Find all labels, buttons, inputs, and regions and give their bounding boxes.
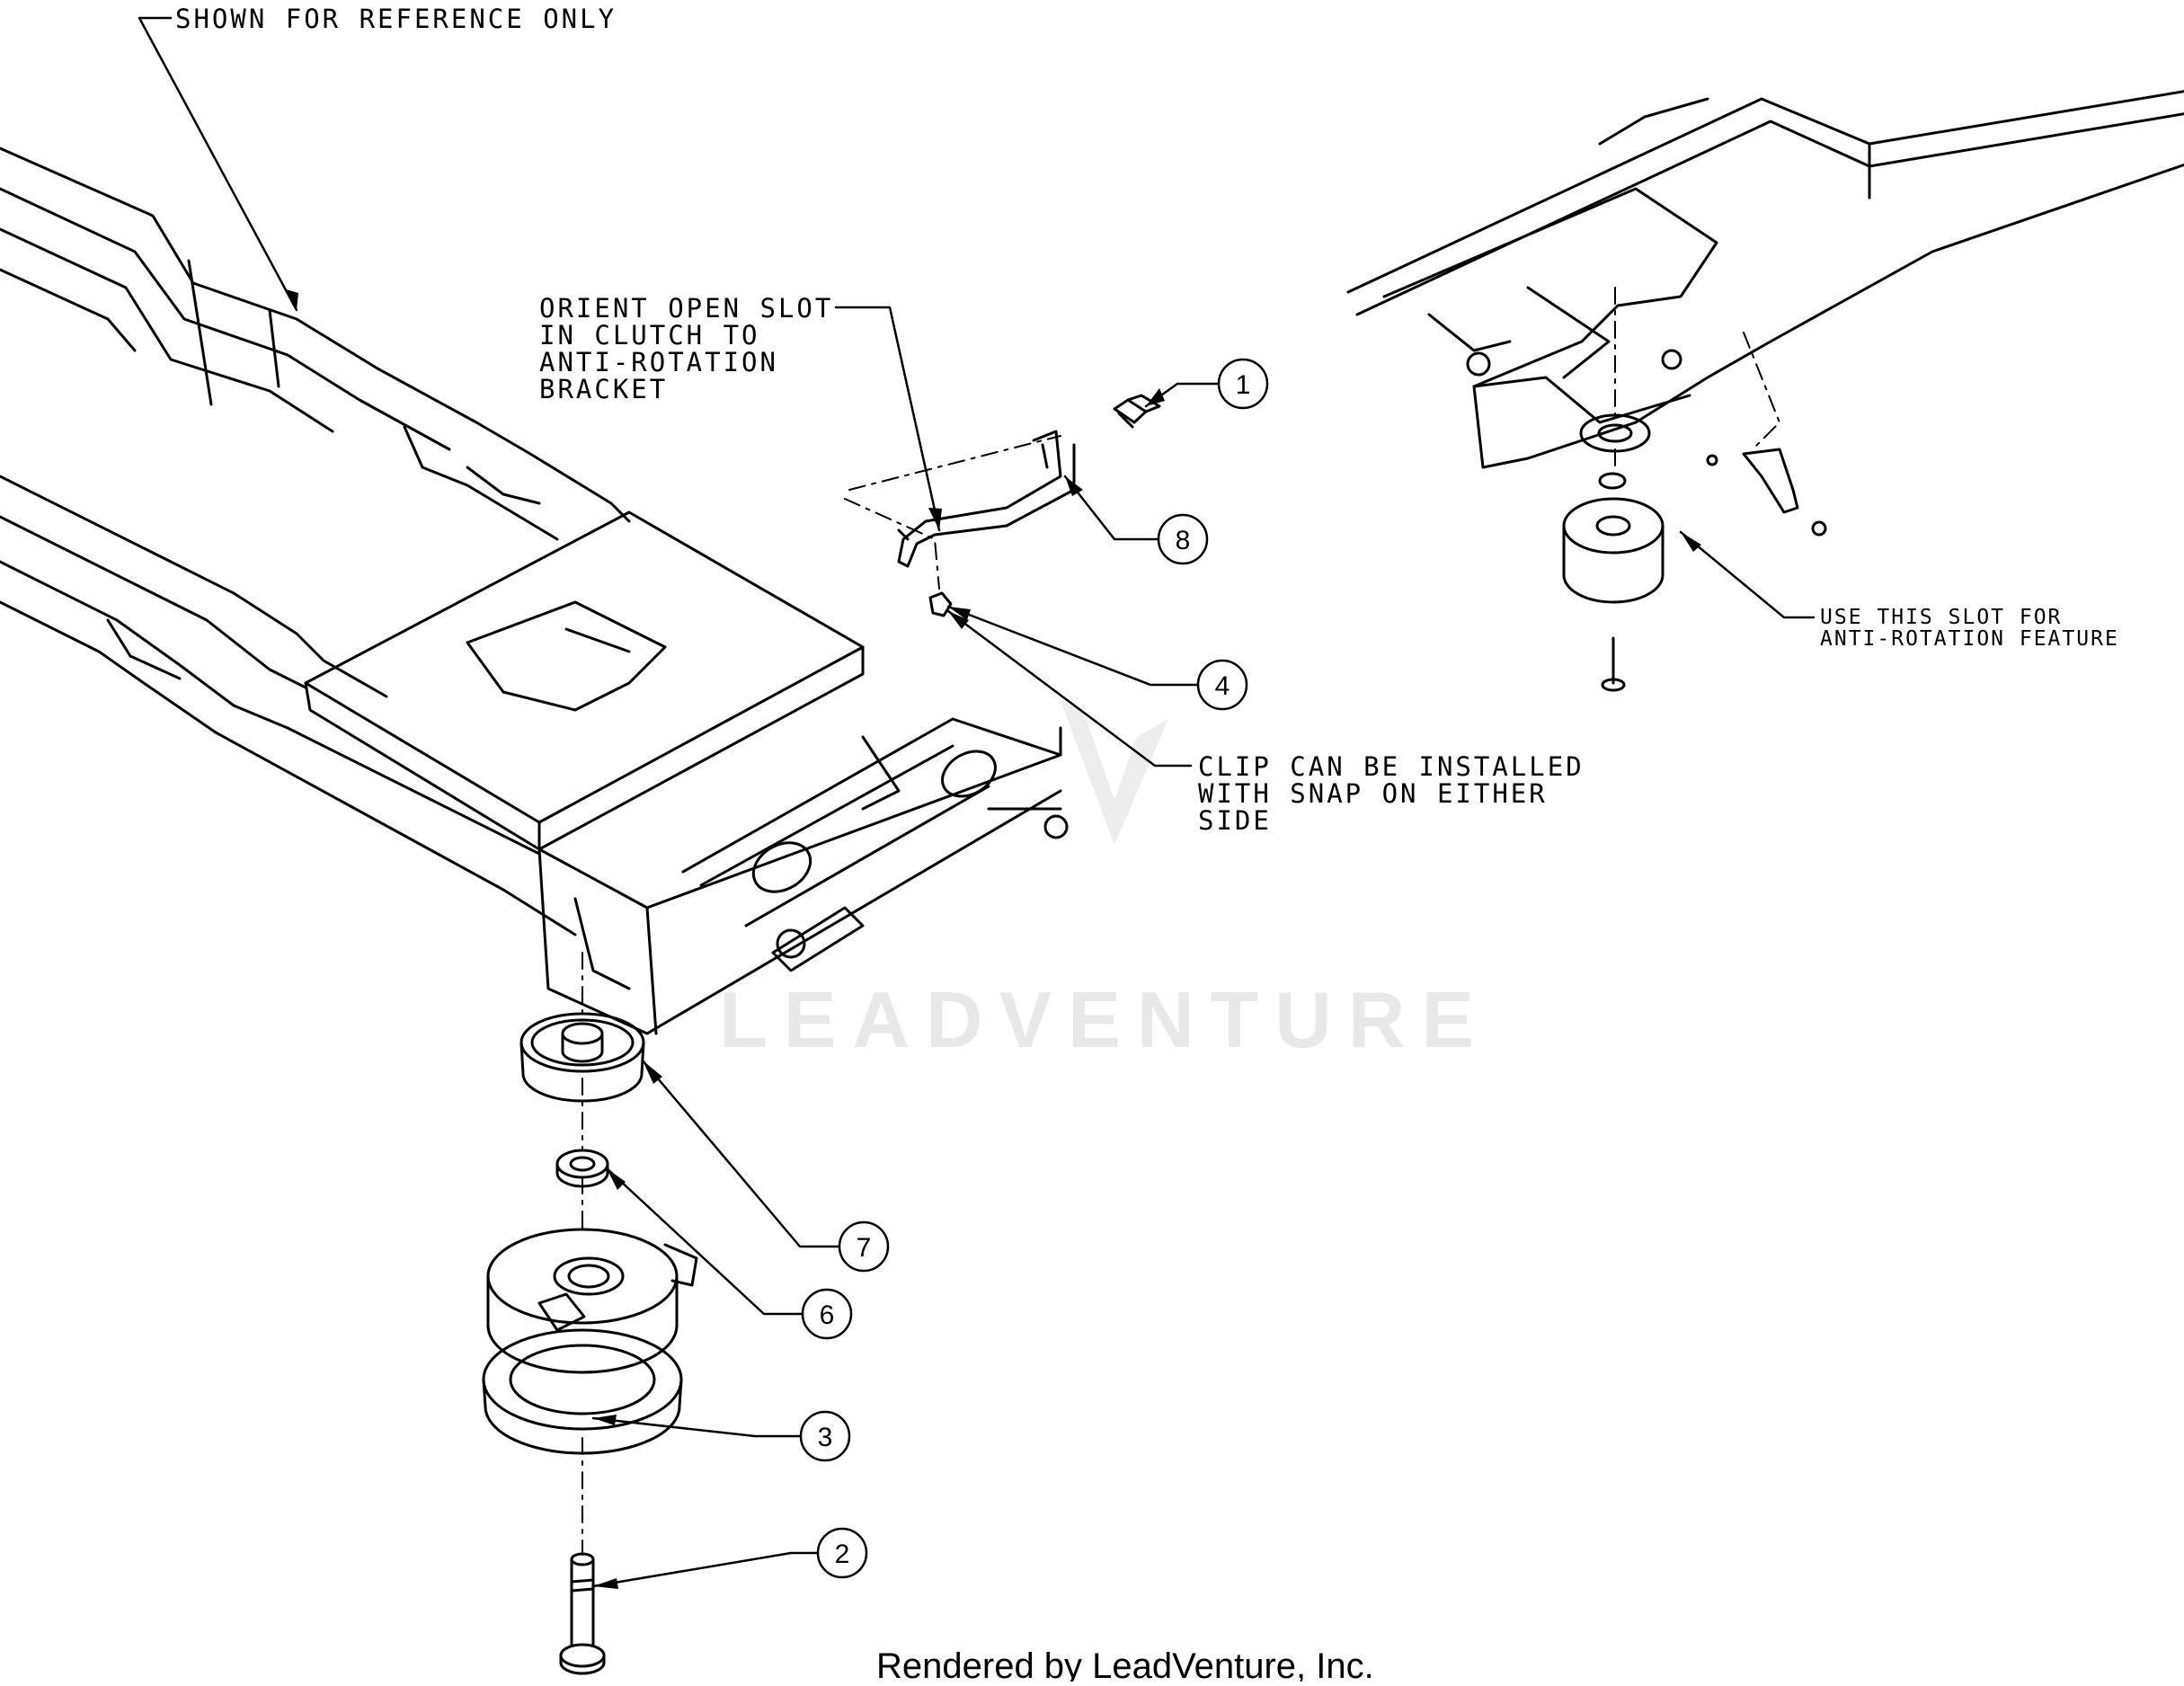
note-clip-line-2: WITH SNAP ON EITHER: [1198, 778, 1548, 809]
leader-lines: [138, 16, 1816, 1588]
callout-circle-8: [1157, 513, 1209, 565]
leader-2: [591, 1551, 820, 1588]
mounting-plate: [304, 510, 865, 851]
watermark-text: LEADVENTURE: [719, 975, 1490, 1064]
callout-3: 3: [818, 1423, 833, 1452]
callout-circle-2: [816, 1527, 868, 1579]
note-orient-line-3: ANTI-ROTATION: [539, 347, 778, 377]
leader-reference: [138, 16, 298, 312]
callout-4: 4: [1215, 671, 1230, 701]
inset-nut: [1811, 520, 1827, 537]
leader-orient: [834, 306, 941, 532]
box-hole: [751, 841, 812, 893]
box-hole: [941, 750, 997, 798]
watermark-logo: [1061, 701, 1168, 845]
leadventure-watermark: LEADVENTURE: [719, 701, 1490, 1064]
inset-clutch-body: [1562, 497, 1665, 555]
part-clip: [928, 591, 953, 617]
footer-credit: Rendered by LeadVenture, Inc.: [876, 1646, 1374, 1682]
callout-circle-4: [1196, 659, 1248, 711]
callout-circle-3: [799, 1410, 851, 1462]
callout-circle-6: [801, 1288, 853, 1340]
note-clip-line-1: CLIP CAN BE INSTALLED: [1198, 751, 1585, 782]
callout-2: 2: [835, 1540, 850, 1569]
inset-bracket: [1742, 448, 1799, 514]
callout-1: 1: [1236, 370, 1251, 400]
note-clip-line-3: SIDE: [1198, 805, 1272, 836]
leader-8: [1063, 475, 1160, 541]
callout-circle-1: [1217, 358, 1269, 410]
note-slot: USE THIS SLOT FOR ANTI-ROTATION FEATURE: [1820, 606, 2119, 651]
plate-cutout: [466, 600, 667, 712]
axis-lines: [582, 287, 1780, 1556]
part-bolt: [559, 1552, 606, 1675]
callout-6: 6: [820, 1300, 835, 1330]
callout-circle-7: [838, 1220, 890, 1273]
inset-clutch: [1562, 413, 1827, 692]
note-orient-line-1: ORIENT OPEN SLOT: [539, 293, 833, 324]
front-box-section: [537, 717, 1069, 1035]
inset-frame: [1346, 90, 2184, 469]
leader-7: [641, 1059, 841, 1248]
callout-8: 8: [1176, 526, 1191, 555]
arrowheads: [286, 289, 1701, 1589]
inset-bolt-head: [1601, 678, 1626, 692]
note-clip: CLIP CAN BE INSTALLED WITH SNAP ON EITHE…: [1198, 751, 1585, 836]
frame-lower-rail: [0, 475, 577, 936]
leader-6: [605, 1167, 804, 1316]
inset-pulley: [1579, 413, 1651, 453]
leader-slot: [1679, 530, 1816, 619]
note-orient-line-2: IN CLUTCH TO: [539, 320, 760, 351]
note-reference: SHOWN FOR REFERENCE ONLY: [175, 4, 617, 34]
note-orient: ORIENT OPEN SLOT IN CLUTCH TO ANTI-ROTAT…: [539, 293, 833, 404]
inset-screw: [1706, 454, 1718, 466]
inset-washer: [1598, 472, 1627, 490]
callout-circles: [799, 358, 1269, 1579]
leader-3: [591, 1416, 803, 1438]
callout-numbers: 1 8 4 7 6 3 2: [818, 370, 1251, 1569]
part-electric-clutch: [482, 1228, 698, 1455]
note-slot-line-1: USE THIS SLOT FOR: [1820, 606, 2062, 629]
note-orient-line-4: BRACKET: [539, 374, 668, 404]
part-anti-rotation-bracket: [897, 430, 1076, 568]
callout-7: 7: [857, 1233, 872, 1263]
leader-4: [946, 605, 1200, 687]
frame-upper-rail: [0, 146, 631, 541]
note-slot-line-2: ANTI-ROTATION FEATURE: [1820, 627, 2119, 651]
leader-clip: [946, 609, 1193, 768]
